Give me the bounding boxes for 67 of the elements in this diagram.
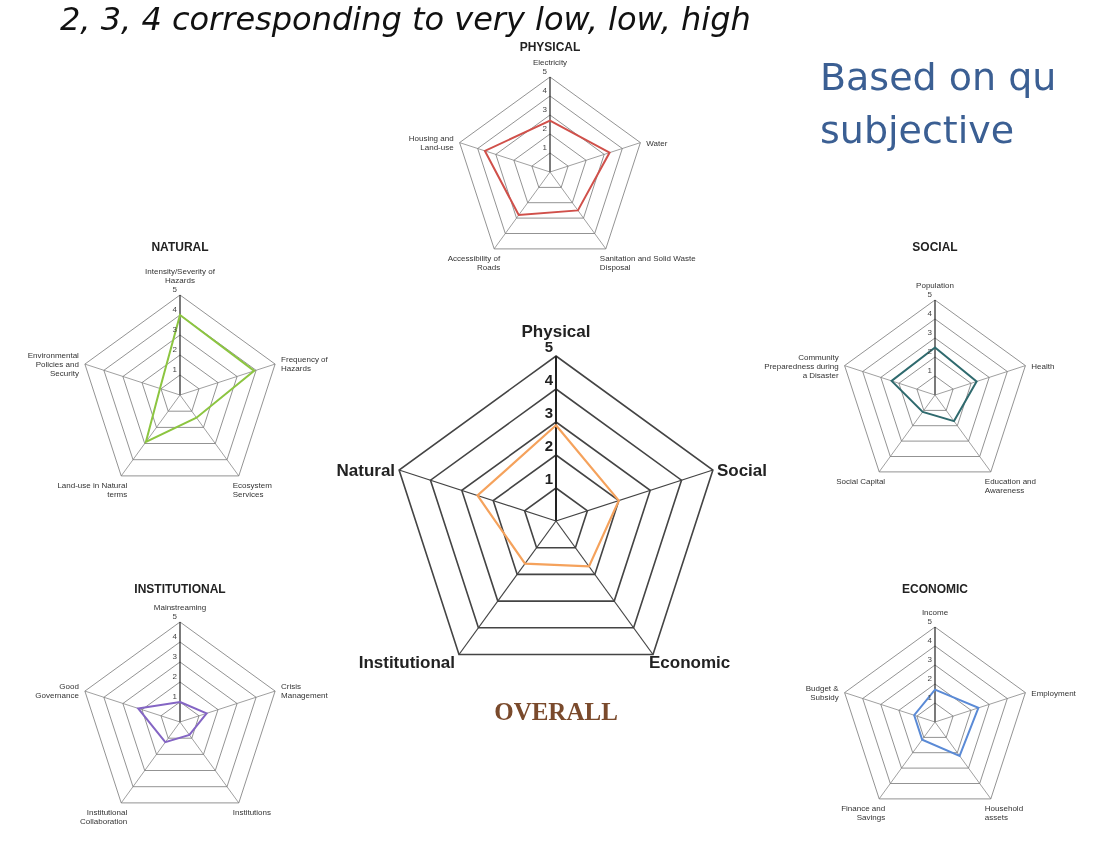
tick-label: 3 xyxy=(927,655,932,664)
tick-label: 2 xyxy=(172,345,177,354)
axis-label: Intensity/Severity of Hazards xyxy=(144,267,216,285)
axis-label: Water xyxy=(646,138,669,148)
axis-label: Natural xyxy=(336,465,396,475)
axis-label: Community Preparedness during a Disaster xyxy=(763,352,839,380)
heading-text: 2, 3, 4 corresponding to very low, low, high xyxy=(60,0,751,38)
tick-label: 2 xyxy=(542,124,547,133)
axis-label: Good Governance xyxy=(34,682,79,701)
chart-title: OVERALL xyxy=(494,698,618,726)
axis-label: Ecosystem Services xyxy=(232,480,273,499)
axis-label: Sanitation and Solid Waste Disposal xyxy=(599,253,697,272)
tick-label: 4 xyxy=(927,636,932,645)
tick-label: 3 xyxy=(544,404,553,421)
axis-label: Institutional Collaboration xyxy=(79,807,128,826)
axis-label: Environmental Policies and Security xyxy=(26,350,79,378)
tick-label: 2 xyxy=(927,674,932,683)
axis-label: Population xyxy=(916,281,954,290)
chart-title: NATURAL xyxy=(151,240,209,254)
tick-label: 1 xyxy=(172,692,177,701)
tick-label: 5 xyxy=(172,612,177,621)
axis-label: Crisis Management xyxy=(281,682,329,701)
chart-title: INSTITUTIONAL xyxy=(134,582,226,596)
axis-label: Accessibility of Roads xyxy=(446,253,501,272)
tick-label: 1 xyxy=(927,366,932,375)
tick-label: 4 xyxy=(927,309,932,318)
axis-label: Household assets xyxy=(984,803,1025,822)
chart-title: ECONOMIC xyxy=(902,582,968,596)
tick-label: 2 xyxy=(544,437,553,454)
tick-label: 4 xyxy=(544,371,553,388)
note-text: subjective xyxy=(820,108,1015,152)
tick-label: 4 xyxy=(172,632,177,641)
axis-label: Finance and Savings xyxy=(840,803,886,822)
tick-label: 3 xyxy=(542,105,547,114)
tick-label: 3 xyxy=(172,652,177,661)
axis-label: Institutional xyxy=(358,658,455,667)
tick-label: 3 xyxy=(927,328,932,337)
tick-label: 1 xyxy=(927,693,932,702)
tick-label: 5 xyxy=(172,285,177,294)
tick-label: 3 xyxy=(172,325,177,334)
axis-label: Health xyxy=(1031,361,1056,371)
tick-label: 2 xyxy=(927,347,932,356)
axis-label: Income xyxy=(921,608,949,617)
axis-label: Economic xyxy=(649,658,731,667)
axis-label: Institutions xyxy=(232,807,272,817)
chart-title: SOCIAL xyxy=(912,240,958,254)
tick-label: 2 xyxy=(172,672,177,681)
tick-label: 1 xyxy=(542,143,547,152)
axis-label: Land-use in Natural terms xyxy=(57,480,128,499)
tick-label: 4 xyxy=(172,305,177,314)
note-text: Based on qu xyxy=(820,55,1057,99)
axis-label: Budget & Subsidy xyxy=(804,683,839,702)
axis-label: Education and Awareness xyxy=(984,476,1037,495)
tick-label: 5 xyxy=(927,290,932,299)
tick-label: 1 xyxy=(172,365,177,374)
tick-label: 4 xyxy=(542,86,547,95)
tick-label: 5 xyxy=(927,617,932,626)
axis-label: Mainstreaming xyxy=(153,603,207,612)
axis-label: Social Capital xyxy=(835,476,886,486)
axis-label: Frequency of Hazards xyxy=(281,355,329,374)
axis-label: Housing and Land-use xyxy=(407,133,454,152)
axis-label: Electricity xyxy=(532,58,568,67)
tick-label: 5 xyxy=(542,67,547,76)
chart-title: PHYSICAL xyxy=(519,40,581,54)
axis-label: Social xyxy=(716,465,767,475)
axis-label: Employment xyxy=(1031,688,1077,698)
tick-label: 1 xyxy=(544,470,553,487)
